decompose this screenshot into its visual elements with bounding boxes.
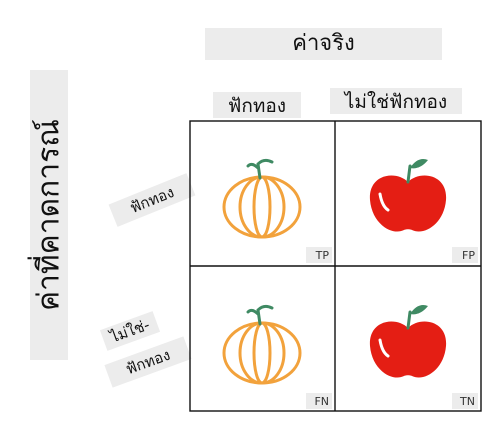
actual-title-highlight xyxy=(205,28,442,60)
matrix-grid xyxy=(189,120,482,412)
cell-label-highlight xyxy=(306,393,332,409)
cell-label-highlight xyxy=(306,247,332,263)
cell-label-tn: TN xyxy=(460,395,475,408)
cell-false-negative: FN xyxy=(189,266,335,412)
cell-label-tp: TP xyxy=(315,249,329,262)
column-label-not-pumpkin: ไม่ใช่ฟักทอง xyxy=(344,91,448,113)
cell-false-positive: FP xyxy=(335,120,481,266)
column-label-highlight xyxy=(213,92,301,118)
cell-label-fn: FN xyxy=(314,395,329,408)
row-label-pumpkin: ฟักทอง xyxy=(127,183,177,217)
pumpkin-icon xyxy=(222,158,302,239)
cell-true-positive: TP xyxy=(189,120,335,266)
row-label-not-pumpkin-line1: ไม่ใช่- xyxy=(107,315,153,347)
pumpkin-icon xyxy=(222,304,302,385)
confusion-matrix: TP FP FN TN xyxy=(189,120,482,412)
column-label-pumpkin: ฟักทอง xyxy=(227,95,287,117)
predicted-title-highlight xyxy=(30,70,68,360)
predicted-axis-title-wrapper: ค่าที่คาดการณ์ xyxy=(30,70,68,360)
predicted-axis-title: ค่าที่คาดการณ์ xyxy=(31,118,67,312)
apple-icon xyxy=(369,159,447,232)
cell-label-highlight xyxy=(452,247,478,263)
column-label-highlight xyxy=(330,88,462,114)
cell-true-negative: TN xyxy=(335,266,481,412)
cell-label-highlight xyxy=(452,393,478,409)
cell-label-fp: FP xyxy=(462,249,475,262)
apple-icon xyxy=(369,305,447,378)
actual-axis-title: ค่าจริง xyxy=(292,31,355,56)
